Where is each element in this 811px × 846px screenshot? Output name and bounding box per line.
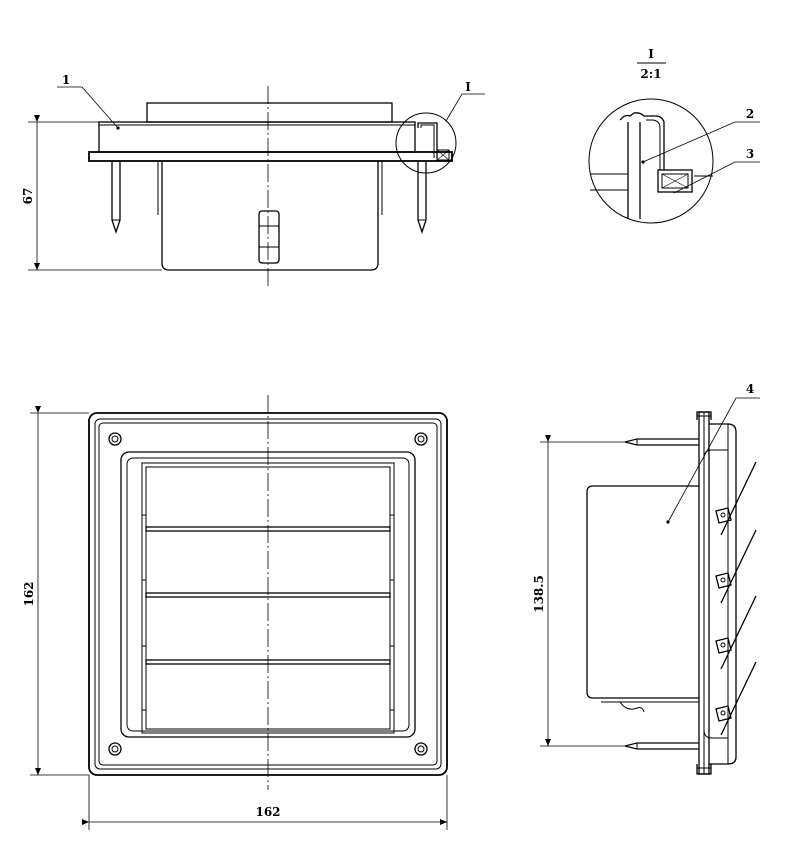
dim-height-right: 138.5 <box>532 575 546 613</box>
callout-part1: 1 <box>62 73 70 87</box>
dim-height-side: 67 <box>21 188 35 205</box>
dim-width-front: 162 <box>255 805 280 819</box>
callout-part2: 2 <box>746 107 754 121</box>
screw-top-left <box>108 432 122 446</box>
callout-part3: 3 <box>746 147 754 161</box>
hinge-3 <box>715 637 732 654</box>
side-view <box>28 86 485 288</box>
detail-label: I <box>648 47 654 61</box>
screw-top-right <box>414 432 428 446</box>
callout-part4: 4 <box>746 382 754 396</box>
hinge-2 <box>715 572 732 589</box>
detail-view <box>588 62 760 224</box>
hinge-1 <box>715 507 732 524</box>
detail-scale: 2:1 <box>640 67 661 81</box>
screw-bottom-right <box>414 742 428 756</box>
callout-detail-ref: I <box>465 80 471 94</box>
hinge-4 <box>715 705 732 722</box>
front-view <box>30 395 448 830</box>
dim-height-front: 162 <box>22 581 36 606</box>
louver-side-view <box>540 397 760 775</box>
screw-bottom-left <box>108 742 122 756</box>
